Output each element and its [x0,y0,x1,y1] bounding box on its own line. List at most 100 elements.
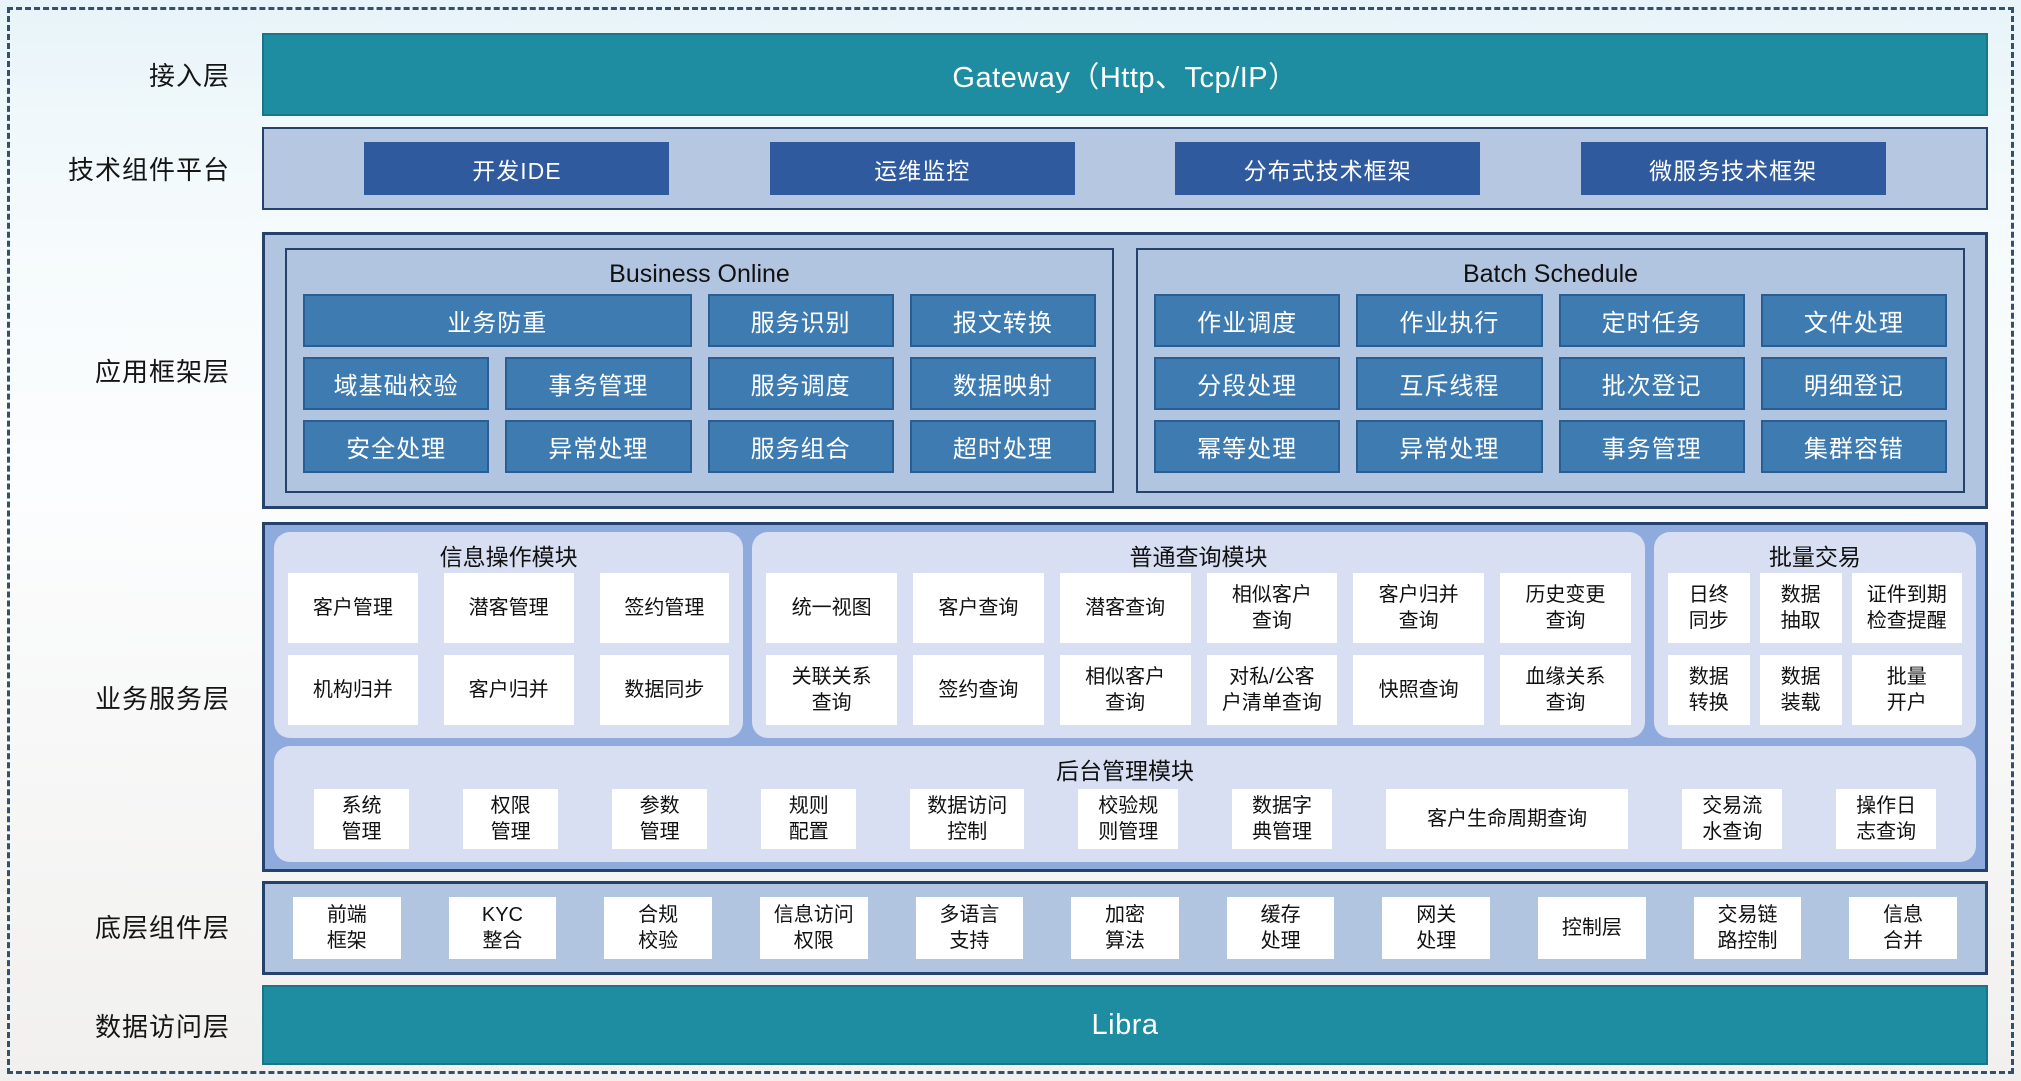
tech-item: 运维监控 [769,142,1075,195]
business-online-grid: 业务防重 服务识别 报文转换 域基础校验 事务管理 服务调度 数据映射 安全处理… [303,294,1096,473]
service-item: 权限 管理 [463,789,559,849]
service-item: 客户查询 [913,573,1044,643]
module-item: 互斥线程 [1356,357,1543,410]
module-item: 明细登记 [1760,357,1947,410]
service-item: 潜客管理 [443,573,574,643]
business-service-top-row: 信息操作模块 客户管理 潜客管理 签约管理 机构归并 客户归并 数据同步 [274,532,1976,738]
layer-label-data-access: 数据访问层 [94,1011,230,1042]
service-item: 校验规 则管理 [1078,789,1179,849]
business-service-container: 信息操作模块 客户管理 潜客管理 签约管理 机构归并 客户归并 数据同步 [262,522,1988,872]
layer-label-app-framework: 应用框架层 [94,357,230,387]
component-item: 信息 合并 [1849,897,1957,959]
common-query-grid: 统一视图 客户查询 潜客查询 相似客户 查询 客户归并 查询 历史变更 查询 关… [766,573,1631,725]
module-item: 服务调度 [707,357,894,410]
service-item: 数据访问 控制 [910,789,1025,849]
service-item: 客户归并 [443,655,574,725]
tech-item: 微服务技术框架 [1580,142,1886,195]
service-item: 数据字 典管理 [1232,789,1332,849]
module-item: 分段处理 [1154,357,1341,410]
module-item: 集群容错 [1760,420,1947,473]
service-item: 历史变更 查询 [1500,573,1631,643]
module-item: 报文转换 [909,294,1096,347]
batch-schedule-panel: Batch Schedule 作业调度 作业执行 定时任务 文件处理 分段处理 … [1136,248,1965,493]
service-item: 相似客户 查询 [1206,573,1338,643]
module-item: 文件处理 [1760,294,1947,347]
service-item: 规则 配置 [761,789,857,849]
module-item: 批次登记 [1558,357,1745,410]
module-item: 事务管理 [505,357,692,410]
component-item: KYC 整合 [448,897,557,959]
component-item: 合规 校验 [604,897,712,959]
tech-platform-container: 开发IDE 运维监控 分布式技术框架 微服务技术框架 [262,127,1988,210]
module-item: 异常处理 [505,420,692,473]
service-item: 潜客查询 [1059,573,1191,643]
service-item: 数据 装载 [1759,655,1842,725]
batch-trade-title: 批量交易 [1768,544,1861,570]
gateway-bar: Gateway（Http、Tcp/IP） [262,33,1988,116]
libra-bar: Libra [262,985,1988,1065]
service-item: 客户管理 [288,573,418,643]
module-item: 服务组合 [707,420,894,473]
module-item: 数据映射 [909,357,1096,410]
admin-module-grid: 系统 管理 权限 管理 参数 管理 规则 配置 数据访问 控制 校验规 则管理 … [288,787,1962,849]
layer-row-data-access: 数据访问层 Libra [0,985,2021,1065]
component-item: 前端 框架 [293,897,401,959]
component-item: 缓存 处理 [1226,897,1335,959]
info-operation-title: 信息操作模块 [439,544,578,570]
module-item: 幂等处理 [1154,420,1341,473]
module-item: 业务防重 [303,294,692,347]
layer-label-base-components: 底层组件层 [94,912,230,943]
common-query-title: 普通查询模块 [1129,544,1268,570]
module-item: 作业执行 [1356,294,1543,347]
module-item: 安全处理 [303,420,490,473]
module-item: 作业调度 [1154,294,1341,347]
service-item: 相似客户 查询 [1059,655,1191,725]
batch-schedule-grid: 作业调度 作业执行 定时任务 文件处理 分段处理 互斥线程 批次登记 明细登记 … [1154,294,1947,473]
module-item: 域基础校验 [303,357,490,410]
info-operation-grid: 客户管理 潜客管理 签约管理 机构归并 客户归并 数据同步 [288,573,730,725]
base-components-container: 前端 框架 KYC 整合 合规 校验 信息访问 权限 多语言 支持 加密 算法 … [262,881,1988,975]
batch-schedule-title: Batch Schedule [1462,259,1639,288]
service-item: 交易流 水查询 [1682,789,1783,849]
app-framework-container: Business Online 业务防重 服务识别 报文转换 域基础校验 事务管… [262,232,1988,509]
service-item: 客户生命周期查询 [1385,789,1629,849]
service-item: 签约查询 [913,655,1044,725]
info-operation-panel: 信息操作模块 客户管理 潜客管理 签约管理 机构归并 客户归并 数据同步 [274,532,744,738]
admin-module-panel: 后台管理模块 系统 管理 权限 管理 参数 管理 规则 配置 数据访问 控制 校… [274,746,1976,862]
layer-row-app-framework: 应用框架层 Business Online 业务防重 服务识别 报文转换 域基础… [0,232,2021,509]
service-item: 系统 管理 [314,789,410,849]
service-item: 数据 转换 [1667,655,1750,725]
module-item: 服务识别 [707,294,894,347]
service-item: 对私/公客 户清单查询 [1206,655,1338,725]
component-item: 信息访问 权限 [759,897,868,959]
layer-label-access: 接入层 [148,61,230,91]
service-item: 机构归并 [288,655,418,725]
admin-module-title: 后台管理模块 [1056,758,1194,784]
service-item: 数据同步 [599,655,730,725]
module-item: 事务管理 [1558,420,1745,473]
service-item: 客户归并 查询 [1353,573,1485,643]
batch-trade-panel: 批量交易 日终 同步 数据 抽取 证件到期 检查提醒 数据 转换 数据 装载 批… [1653,532,1976,738]
component-item: 多语言 支持 [915,897,1024,959]
service-item: 证件到期 检查提醒 [1851,573,1962,643]
service-item: 血缘关系 查询 [1500,655,1631,725]
service-item: 关联关系 查询 [766,655,897,725]
service-item: 操作日 志查询 [1836,789,1936,849]
common-query-panel: 普通查询模块 统一视图 客户查询 潜客查询 相似客户 查询 客户归并 查询 历史… [752,532,1645,738]
service-item: 批量 开户 [1851,655,1962,725]
layer-row-tech-platform: 技术组件平台 开发IDE 运维监控 分布式技术框架 微服务技术框架 [0,127,2021,210]
component-item: 网关 处理 [1382,897,1491,959]
layer-row-access: 接入层 Gateway（Http、Tcp/IP） [0,33,2021,116]
module-item: 超时处理 [909,420,1096,473]
service-item: 参数 管理 [612,789,708,849]
service-item: 数据 抽取 [1759,573,1842,643]
layer-row-business-service: 业务服务层 信息操作模块 客户管理 潜客管理 签约管理 机构归并 客户归并 [0,522,2021,872]
module-item: 异常处理 [1356,420,1543,473]
service-item: 统一视图 [766,573,897,643]
layer-label-tech-platform: 技术组件平台 [67,155,230,185]
service-item: 快照查询 [1353,655,1485,725]
module-item: 定时任务 [1558,294,1745,347]
business-online-panel: Business Online 业务防重 服务识别 报文转换 域基础校验 事务管… [285,248,1114,493]
business-online-title: Business Online [609,259,790,288]
